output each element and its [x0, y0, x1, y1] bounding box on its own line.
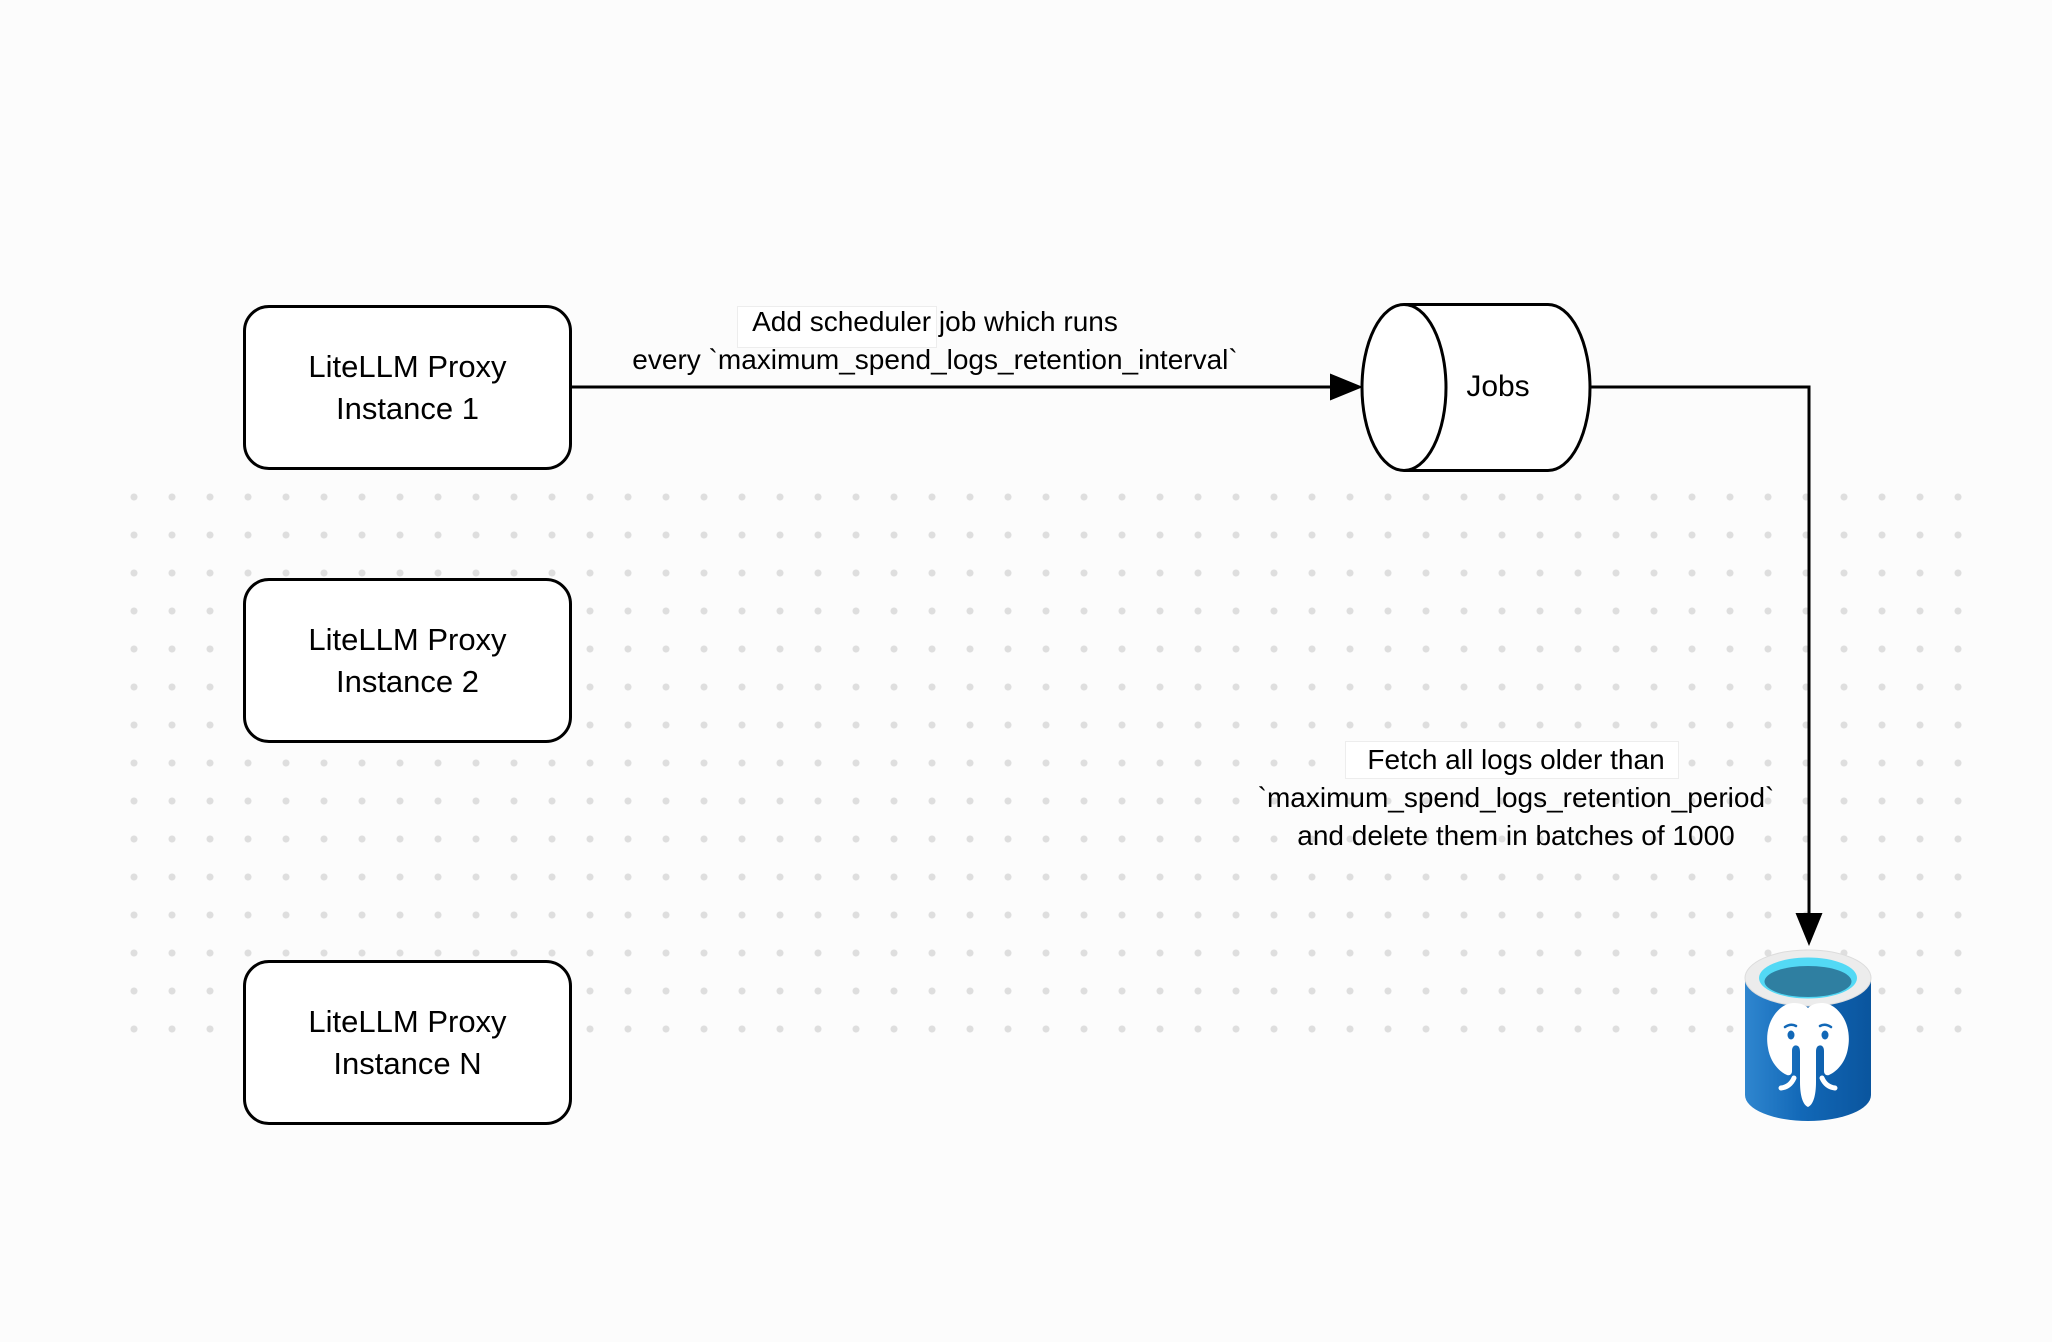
edge-label-line: every `maximum_spend_logs_retention_inte…	[632, 344, 1238, 375]
node-litellm-proxy-instance-2: LiteLLM Proxy Instance 2	[243, 578, 572, 743]
edge-label-line: `maximum_spend_logs_retention_period`	[1257, 782, 1775, 813]
node-label: Instance N	[333, 1045, 482, 1081]
postgresql-database-icon	[1744, 949, 1872, 1121]
edge-label-fetch-delete: Fetch all logs older than `maximum_spend…	[1116, 741, 1916, 855]
node-label: Instance 2	[335, 663, 480, 699]
elephant-eye-left	[1787, 1030, 1795, 1040]
db-cylinder-liquid	[1764, 966, 1852, 997]
edge-label-line: and delete them in batches of 1000	[1297, 820, 1735, 851]
label-background-box	[1345, 741, 1679, 779]
node-litellm-proxy-instance-1: LiteLLM Proxy Instance 1	[243, 305, 572, 470]
node-label: Instance 1	[335, 390, 480, 426]
jobs-queue-label: Jobs	[1466, 370, 1530, 403]
node-label: LiteLLM Proxy	[308, 348, 507, 384]
edge-label-add-scheduler: Add scheduler job which runs every `maxi…	[485, 303, 1385, 379]
elephant-brow-left	[1783, 1023, 1798, 1029]
node-jobs-queue-cylinder	[1360, 303, 1592, 472]
node-label: LiteLLM Proxy	[308, 1003, 507, 1039]
label-background-box	[737, 306, 937, 348]
elephant-tusk-left	[1778, 1075, 1797, 1091]
edge-label-line: Add scheduler job which runs	[752, 306, 1118, 337]
edge-label-line: Fetch all logs older than	[1367, 744, 1665, 775]
queue-body-outline	[1404, 303, 1592, 472]
postgres-elephant-icon	[1767, 1002, 1849, 1107]
arrowhead-down-icon	[1795, 913, 1823, 946]
queue-body	[1404, 304, 1590, 471]
queue-left-ellipse	[1360, 303, 1448, 472]
edge-jobs-to-postgres	[1590, 385, 1811, 913]
arrowhead-right-icon	[1330, 373, 1363, 401]
node-litellm-proxy-instance-n: LiteLLM Proxy Instance N	[243, 960, 572, 1125]
elephant-eye-right	[1821, 1030, 1829, 1040]
elephant-head	[1767, 1002, 1849, 1107]
elephant-brow-right	[1818, 1023, 1833, 1029]
node-label: LiteLLM Proxy	[308, 621, 507, 657]
elephant-tusk-right	[1819, 1075, 1838, 1091]
